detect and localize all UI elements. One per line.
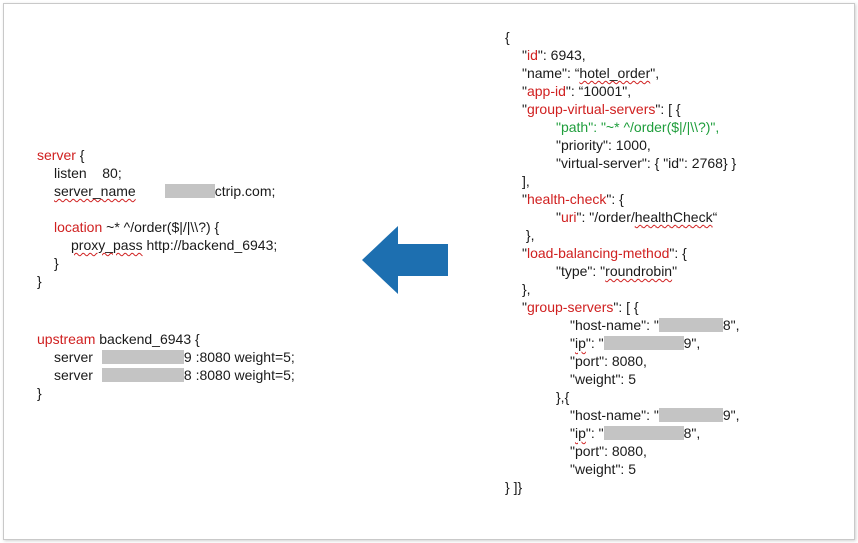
redacted-block <box>164 184 215 198</box>
nginx-server-line: server { <box>37 146 84 164</box>
host-name-end: 8", <box>722 317 740 333</box>
json-final-close: } ]} <box>505 479 523 495</box>
json-path-line: "path": "~* ^/order($|/|\\?)", <box>556 119 720 135</box>
location-keyword: location <box>54 219 103 235</box>
uri-mid: : "/order/ <box>581 209 635 225</box>
nginx-server-close: } <box>37 273 42 289</box>
json-ip1-line: "ip": "9", <box>570 335 701 351</box>
json-close-object-2: }, <box>522 281 531 297</box>
json-health-check-line: "health-check": { <box>522 191 624 207</box>
id-value: : 6943, <box>542 47 586 63</box>
redacted-block <box>603 426 684 440</box>
lbm-key: load-balancing-method <box>526 245 670 261</box>
location-pattern: ~* ^/order($|/|\\?) { <box>102 219 220 235</box>
redacted-block <box>603 336 684 350</box>
json-id-line: "id": 6943, <box>522 47 586 63</box>
ip-mid: : " <box>590 425 604 441</box>
server-name-suffix: ctrip.com; <box>214 183 276 199</box>
json-ip2-line: "ip": "8", <box>570 425 701 441</box>
json-host2-line: "host-name": " 9", <box>570 406 740 424</box>
server-keyword: server <box>37 147 76 163</box>
uri-end: “ <box>712 209 718 225</box>
lbm-value: : { <box>674 245 687 261</box>
nginx-upstream-server-1: server 9 :8080 weight=5; <box>54 348 295 366</box>
nginx-listen-line: listen 80; <box>54 165 122 181</box>
nginx-location-line: location ~* ^/order($|/|\\?) { <box>54 218 219 236</box>
proxy-pass-target: http://backend_6943; <box>142 237 278 253</box>
upstream-keyword: upstream <box>37 331 96 347</box>
json-priority-line: "priority": 1000, <box>556 137 651 153</box>
json-host1-line: "host-name": " 8", <box>570 316 740 334</box>
group-servers-value: : [ { <box>618 299 639 315</box>
json-port2-line: "port": 8080, <box>570 443 647 459</box>
json-separator-line: },{ <box>556 389 570 405</box>
id-key: id <box>526 47 538 63</box>
json-port1-line: "port": 8080, <box>570 353 647 369</box>
app-id-key: app-id <box>526 83 566 99</box>
type-key: "type": " <box>556 263 606 279</box>
json-lbm-line: "load-balancing-method": { <box>522 245 687 261</box>
slide: server { listen 80; server_name ctrip.com… <box>3 3 855 540</box>
json-name-line: "name": “hotel_order", <box>522 64 659 82</box>
app-id-value: : “10001", <box>570 83 632 99</box>
uri-value: healthCheck <box>634 209 713 225</box>
ip-mid: : " <box>590 335 604 351</box>
json-group-servers-line: "group-servers": [ { <box>522 299 639 315</box>
host-name-key: "host-name": " <box>570 407 659 423</box>
health-check-value: : { <box>611 191 624 207</box>
redacted-block <box>658 318 723 332</box>
gvs-key: group-virtual-servers <box>526 101 656 117</box>
json-appid-line: "app-id": “10001", <box>522 83 632 99</box>
redacted-block <box>101 350 184 364</box>
nginx-upstream-line: upstream backend_6943 { <box>37 330 200 348</box>
name-end: ", <box>650 65 660 81</box>
health-check-key: health-check <box>526 191 607 207</box>
server-address: 9 :8080 weight=5; <box>183 349 295 365</box>
server-address: 8 :8080 weight=5; <box>183 367 295 383</box>
nginx-server-name-line: server_name ctrip.com; <box>54 182 275 200</box>
json-gvs-line: "group-virtual-servers": [ { <box>522 101 681 117</box>
redacted-block <box>101 368 184 382</box>
type-value: roundrobin <box>605 263 673 279</box>
left-arrow-icon <box>362 226 448 294</box>
json-open: { <box>505 29 510 45</box>
gvs-value: : [ { <box>660 101 681 117</box>
server-keyword: server <box>54 349 93 365</box>
ip-key: ip <box>574 335 586 351</box>
nginx-proxy-pass-line: proxy_pass http://backend_6943; <box>71 236 277 254</box>
server-keyword: server <box>54 367 93 383</box>
json-weight2-line: "weight": 5 <box>570 461 636 477</box>
json-weight1-line: "weight": 5 <box>570 371 636 387</box>
nginx-upstream-server-2: server 8 :8080 weight=5; <box>54 366 295 384</box>
json-virtual-server-line: "virtual-server": { "id": 2768} } <box>556 155 737 171</box>
server-name-keyword: server_name <box>54 183 136 199</box>
name-value: hotel_order <box>579 65 651 81</box>
ip-key: ip <box>574 425 586 441</box>
brace: { <box>75 147 85 163</box>
ip-end: 9", <box>683 335 701 351</box>
type-end: " <box>672 263 678 279</box>
uri-key: uri <box>560 209 577 225</box>
ip-end: 8", <box>683 425 701 441</box>
json-close-array: ], <box>522 173 530 189</box>
upstream-name: backend_6943 { <box>95 331 200 347</box>
group-servers-key: group-servers <box>526 299 614 315</box>
name-key: "name": “ <box>522 65 580 81</box>
redacted-block <box>658 408 723 422</box>
json-uri-line: "uri": "/order/healthCheck“ <box>556 209 718 225</box>
proxy-pass-keyword: proxy_pass <box>71 237 143 253</box>
json-type-line: "type": "roundrobin" <box>556 262 677 280</box>
nginx-location-close: } <box>54 255 59 271</box>
host-name-key: "host-name": " <box>570 317 659 333</box>
host-name-end: 9", <box>722 407 740 423</box>
nginx-upstream-close: } <box>37 385 42 401</box>
json-close-object: }, <box>522 227 535 243</box>
